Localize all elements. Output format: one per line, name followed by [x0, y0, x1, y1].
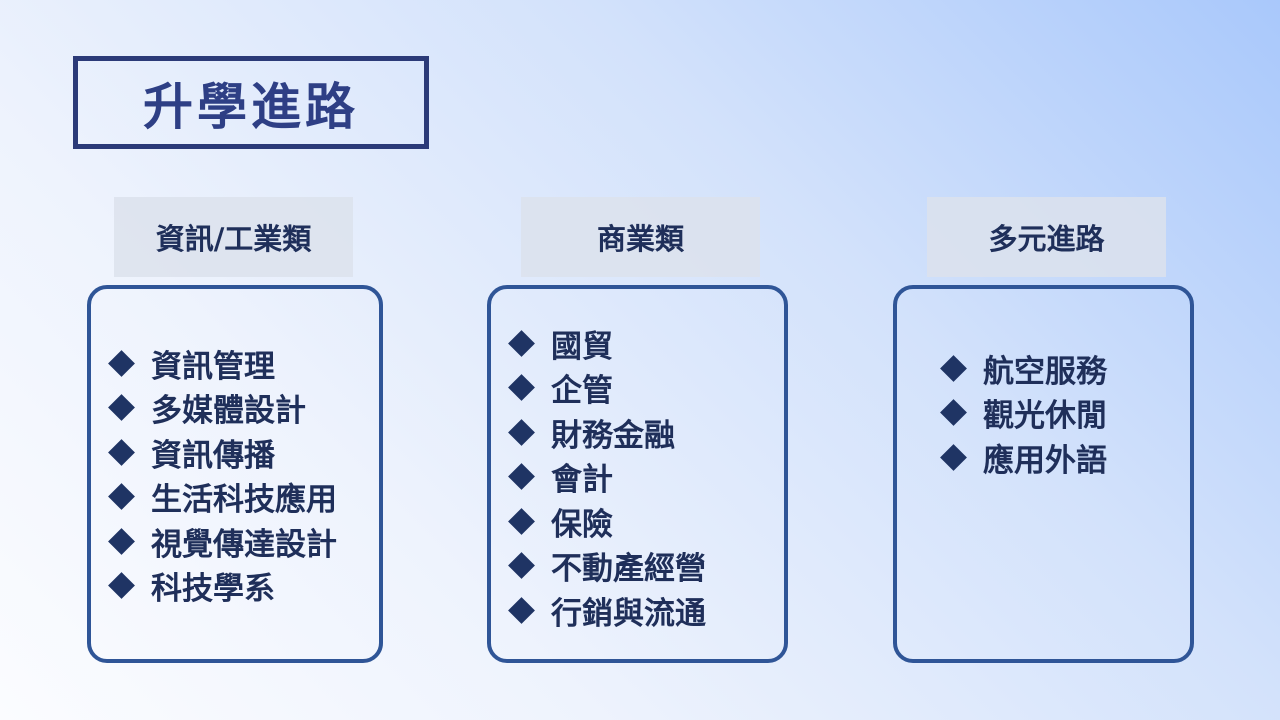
list-item-label: 航空服務: [983, 353, 1107, 390]
list-item-label: 應用外語: [983, 442, 1107, 479]
list-item: 資訊管理: [107, 341, 379, 386]
diamond-bullet-icon: [508, 329, 535, 357]
diamond-bullet-icon: [108, 394, 135, 422]
list-item-label: 國貿: [551, 328, 613, 365]
list-item: 資訊傳播: [107, 430, 379, 475]
list-item: 航空服務: [939, 346, 1190, 391]
list-item: 生活科技應用: [107, 475, 379, 520]
list-item: 視覺傳達設計: [107, 519, 379, 564]
card-business: 國貿企管財務金融會計保險不動產經營行銷與流通: [487, 285, 788, 663]
list-item: 保險: [507, 499, 784, 544]
column-heading-diverse: 多元進路: [927, 197, 1166, 277]
title-box: 升學進路: [73, 56, 429, 149]
list-item-label: 不動產經營: [551, 551, 706, 588]
diamond-bullet-icon: [508, 596, 535, 624]
diamond-bullet-icon: [108, 483, 135, 511]
list-item: 行銷與流通: [507, 588, 784, 633]
diamond-bullet-icon: [508, 418, 535, 446]
list-item: 觀光休閒: [939, 391, 1190, 436]
diamond-bullet-icon: [940, 443, 967, 471]
list-item-label: 科技學系: [151, 571, 275, 608]
list-item: 財務金融: [507, 410, 784, 455]
column-heading-business: 商業類: [521, 197, 760, 277]
list-item-label: 生活科技應用: [151, 482, 337, 519]
diamond-bullet-icon: [940, 399, 967, 427]
diamond-bullet-icon: [108, 572, 135, 600]
list-item: 多媒體設計: [107, 386, 379, 431]
list-item-label: 財務金融: [551, 417, 675, 454]
diamond-bullet-icon: [108, 438, 135, 466]
list-item: 科技學系: [107, 564, 379, 609]
list-item-label: 行銷與流通: [551, 595, 706, 632]
list-item-label: 觀光休閒: [983, 398, 1107, 435]
list-item: 國貿: [507, 321, 784, 366]
diamond-bullet-icon: [508, 552, 535, 580]
list-item-label: 資訊傳播: [151, 437, 275, 474]
list-item-label: 保險: [551, 506, 613, 543]
diamond-bullet-icon: [508, 463, 535, 491]
diamond-bullet-icon: [108, 349, 135, 377]
list-item-label: 多媒體設計: [151, 393, 306, 430]
list-item-label: 視覺傳達設計: [151, 526, 337, 563]
list-item-label: 會計: [551, 462, 613, 499]
diamond-bullet-icon: [108, 527, 135, 555]
column-heading-it: 資訊/工業類: [114, 197, 353, 277]
diamond-bullet-icon: [940, 354, 967, 382]
list-item: 會計: [507, 455, 784, 500]
list-item: 企管: [507, 366, 784, 411]
list-item: 不動產經營: [507, 544, 784, 589]
diamond-bullet-icon: [508, 374, 535, 402]
list-item: 應用外語: [939, 435, 1190, 480]
card-it: 資訊管理多媒體設計資訊傳播生活科技應用視覺傳達設計科技學系: [87, 285, 383, 663]
diamond-bullet-icon: [508, 507, 535, 535]
list-item-label: 資訊管理: [151, 348, 275, 385]
page-title: 升學進路: [143, 77, 359, 136]
card-diverse: 航空服務觀光休閒應用外語: [893, 285, 1194, 663]
list-item-label: 企管: [551, 373, 613, 410]
